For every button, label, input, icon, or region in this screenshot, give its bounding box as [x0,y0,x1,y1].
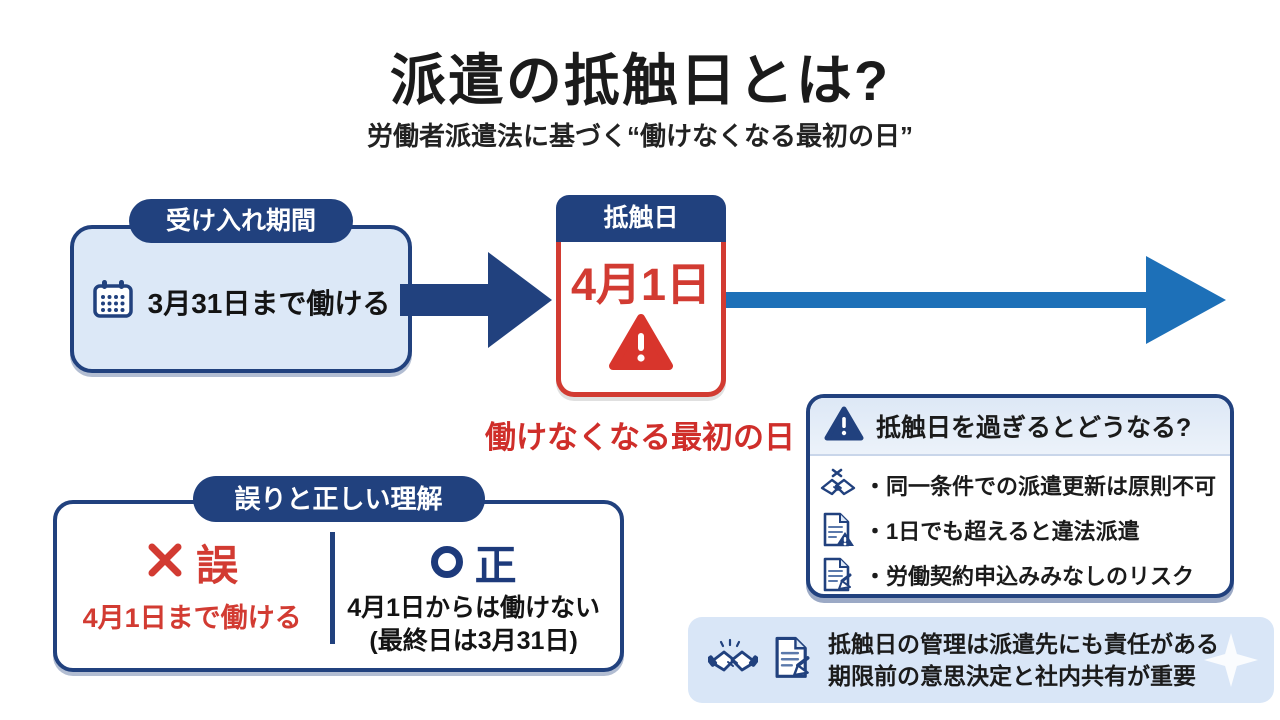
acceptance-period-text: 3月31日まで働ける [147,287,391,319]
list-item-text: ・1日でも超えると違法派遣 [864,518,1140,544]
right-text-line1: 4月1日からは働けない [347,594,601,622]
conflict-caption: 働けなくなる最初の日 [485,420,795,455]
document-pen-icon [820,557,856,593]
acceptance-period-box: 受け入れ期間 3月31日まで働ける [70,199,412,373]
right-label: 正 [474,541,517,589]
note-line2: 期限前の意思決定と社内共有が重要 [828,663,1196,689]
acceptance-period-content: 3月31日まで働ける [74,279,408,324]
list-item: ・労働契約申込みみなしのリスク [820,552,1222,594]
list-item-text: ・労働契約申込みみなしのリスク [864,563,1195,589]
right-column: 正 4月1日からは働けない (最終日は3月31日) [327,536,620,657]
consequences-header: 抵触日を過ぎるとどうなる? [810,398,1230,456]
understanding-box: 誤りと正しい理解 誤 4月1日まで働ける 正 [53,476,624,672]
consequences-list: ・同一条件での派遣更新は原則不可 ・1日でも超えると違法派遣 [810,456,1230,594]
note-text: 抵触日の管理は派遣先にも責任がある 期限前の意思決定と社内共有が重要 [828,628,1219,692]
consequences-box: 抵触日を過ぎるとどうなる? ・同一条件での派遣更新は原則不可 [806,394,1234,598]
document-pen-icon [772,636,814,685]
document-warning-icon [820,512,856,548]
timeline-arrow-left [400,252,552,348]
acceptance-period-badge: 受け入れ期間 [129,199,353,243]
wrong-column: 誤 4月1日まで働ける [57,536,327,657]
right-text: 4月1日からは働けない (最終日は3月31日) [347,592,600,657]
right-text-line2: (最終日は3月31日) [369,626,578,655]
warning-triangle-icon [824,406,864,447]
circle-mark-icon [430,546,463,578]
conflict-date-value: 4月1日 [570,259,712,310]
calendar-icon [92,279,134,324]
note-line1: 抵触日の管理は派遣先にも責任がある [828,630,1219,657]
wrong-text: 4月1日まで働ける [82,603,302,633]
handshake-x-icon [820,467,856,503]
handshake-icon [706,638,760,683]
conflict-date-header: 抵触日 [556,195,726,242]
consequences-title: 抵触日を過ぎるとどうなる? [876,414,1192,442]
understanding-badge: 誤りと正しい理解 [192,476,485,522]
conflict-date-body: 4月1日 [556,242,726,397]
note-box: 抵触日の管理は派遣先にも責任がある 期限前の意思決定と社内共有が重要 [688,617,1274,703]
list-item: ・同一条件での派遣更新は原則不可 [820,462,1222,507]
conflict-date-box: 抵触日 4月1日 [556,195,726,397]
page-subtitle: 労働者派遣法に基づく“働けなくなる最初の日” [366,121,913,151]
wrong-label: 誤 [196,541,239,589]
cross-mark-icon [146,541,184,584]
page-title: 派遣の抵触日とは? [389,49,891,112]
timeline-arrow-right [726,256,1226,344]
divider [330,532,336,644]
list-item-text: ・同一条件での派遣更新は原則不可 [864,473,1217,499]
list-item: ・1日でも超えると違法派遣 [820,507,1222,552]
warning-triangle-icon [608,313,674,376]
